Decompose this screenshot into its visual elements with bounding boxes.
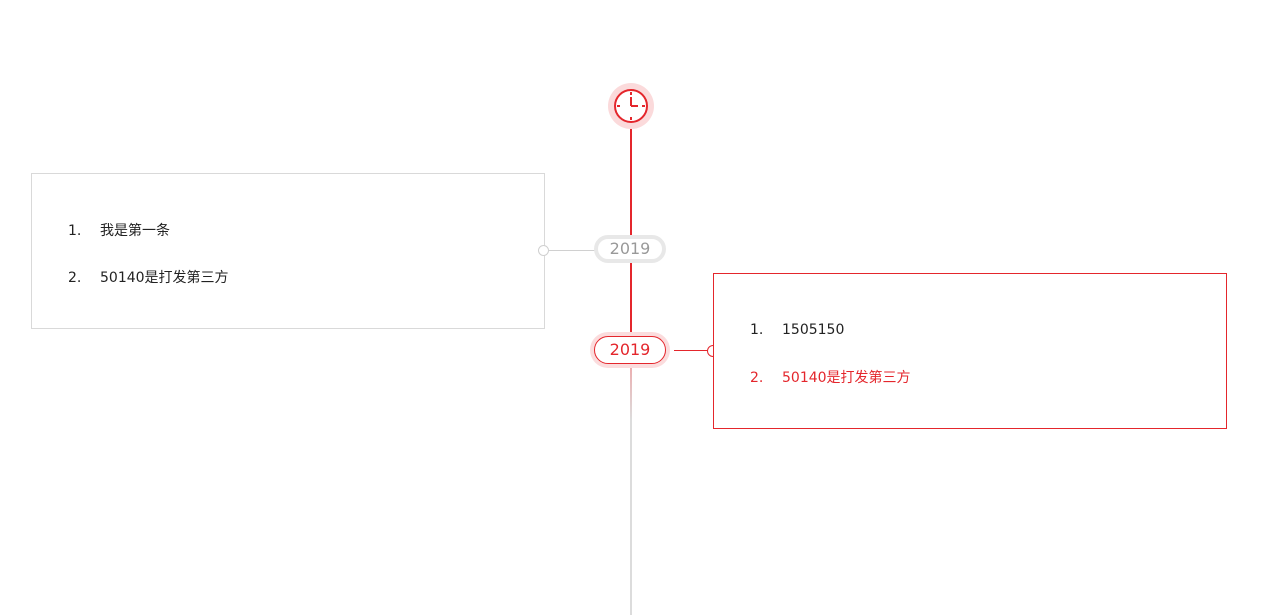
item-number: 1. (68, 223, 82, 239)
item-text: 1505150 (782, 322, 845, 338)
item-number: 2. (750, 370, 764, 386)
event-card-1: 1. 我是第一条 2. 50140是打发第三方 (31, 173, 545, 329)
item-number: 1. (750, 322, 764, 338)
clock-icon (608, 83, 654, 129)
item-number: 2. (68, 270, 82, 286)
list-item: 2. 50140是打发第三方 (68, 268, 229, 288)
list-item: 1. 1505150 (750, 320, 844, 340)
list-item: 1. 我是第一条 (68, 221, 170, 241)
timeline-axis-inactive (629, 420, 632, 615)
connector-dot (538, 244, 549, 256)
connector-line (549, 249, 595, 251)
item-text: 50140是打发第三方 (782, 370, 911, 386)
item-text: 50140是打发第三方 (100, 270, 229, 286)
item-text: 我是第一条 (100, 223, 170, 239)
timeline-axis-transition (629, 350, 632, 420)
year-marker-1[interactable]: 2019 (594, 235, 666, 263)
year-marker-2[interactable]: 2019 (594, 336, 666, 364)
connector-line (674, 350, 708, 351)
event-card-2: 1. 1505150 2. 50140是打发第三方 (713, 273, 1227, 429)
list-item: 2. 50140是打发第三方 (750, 368, 911, 388)
